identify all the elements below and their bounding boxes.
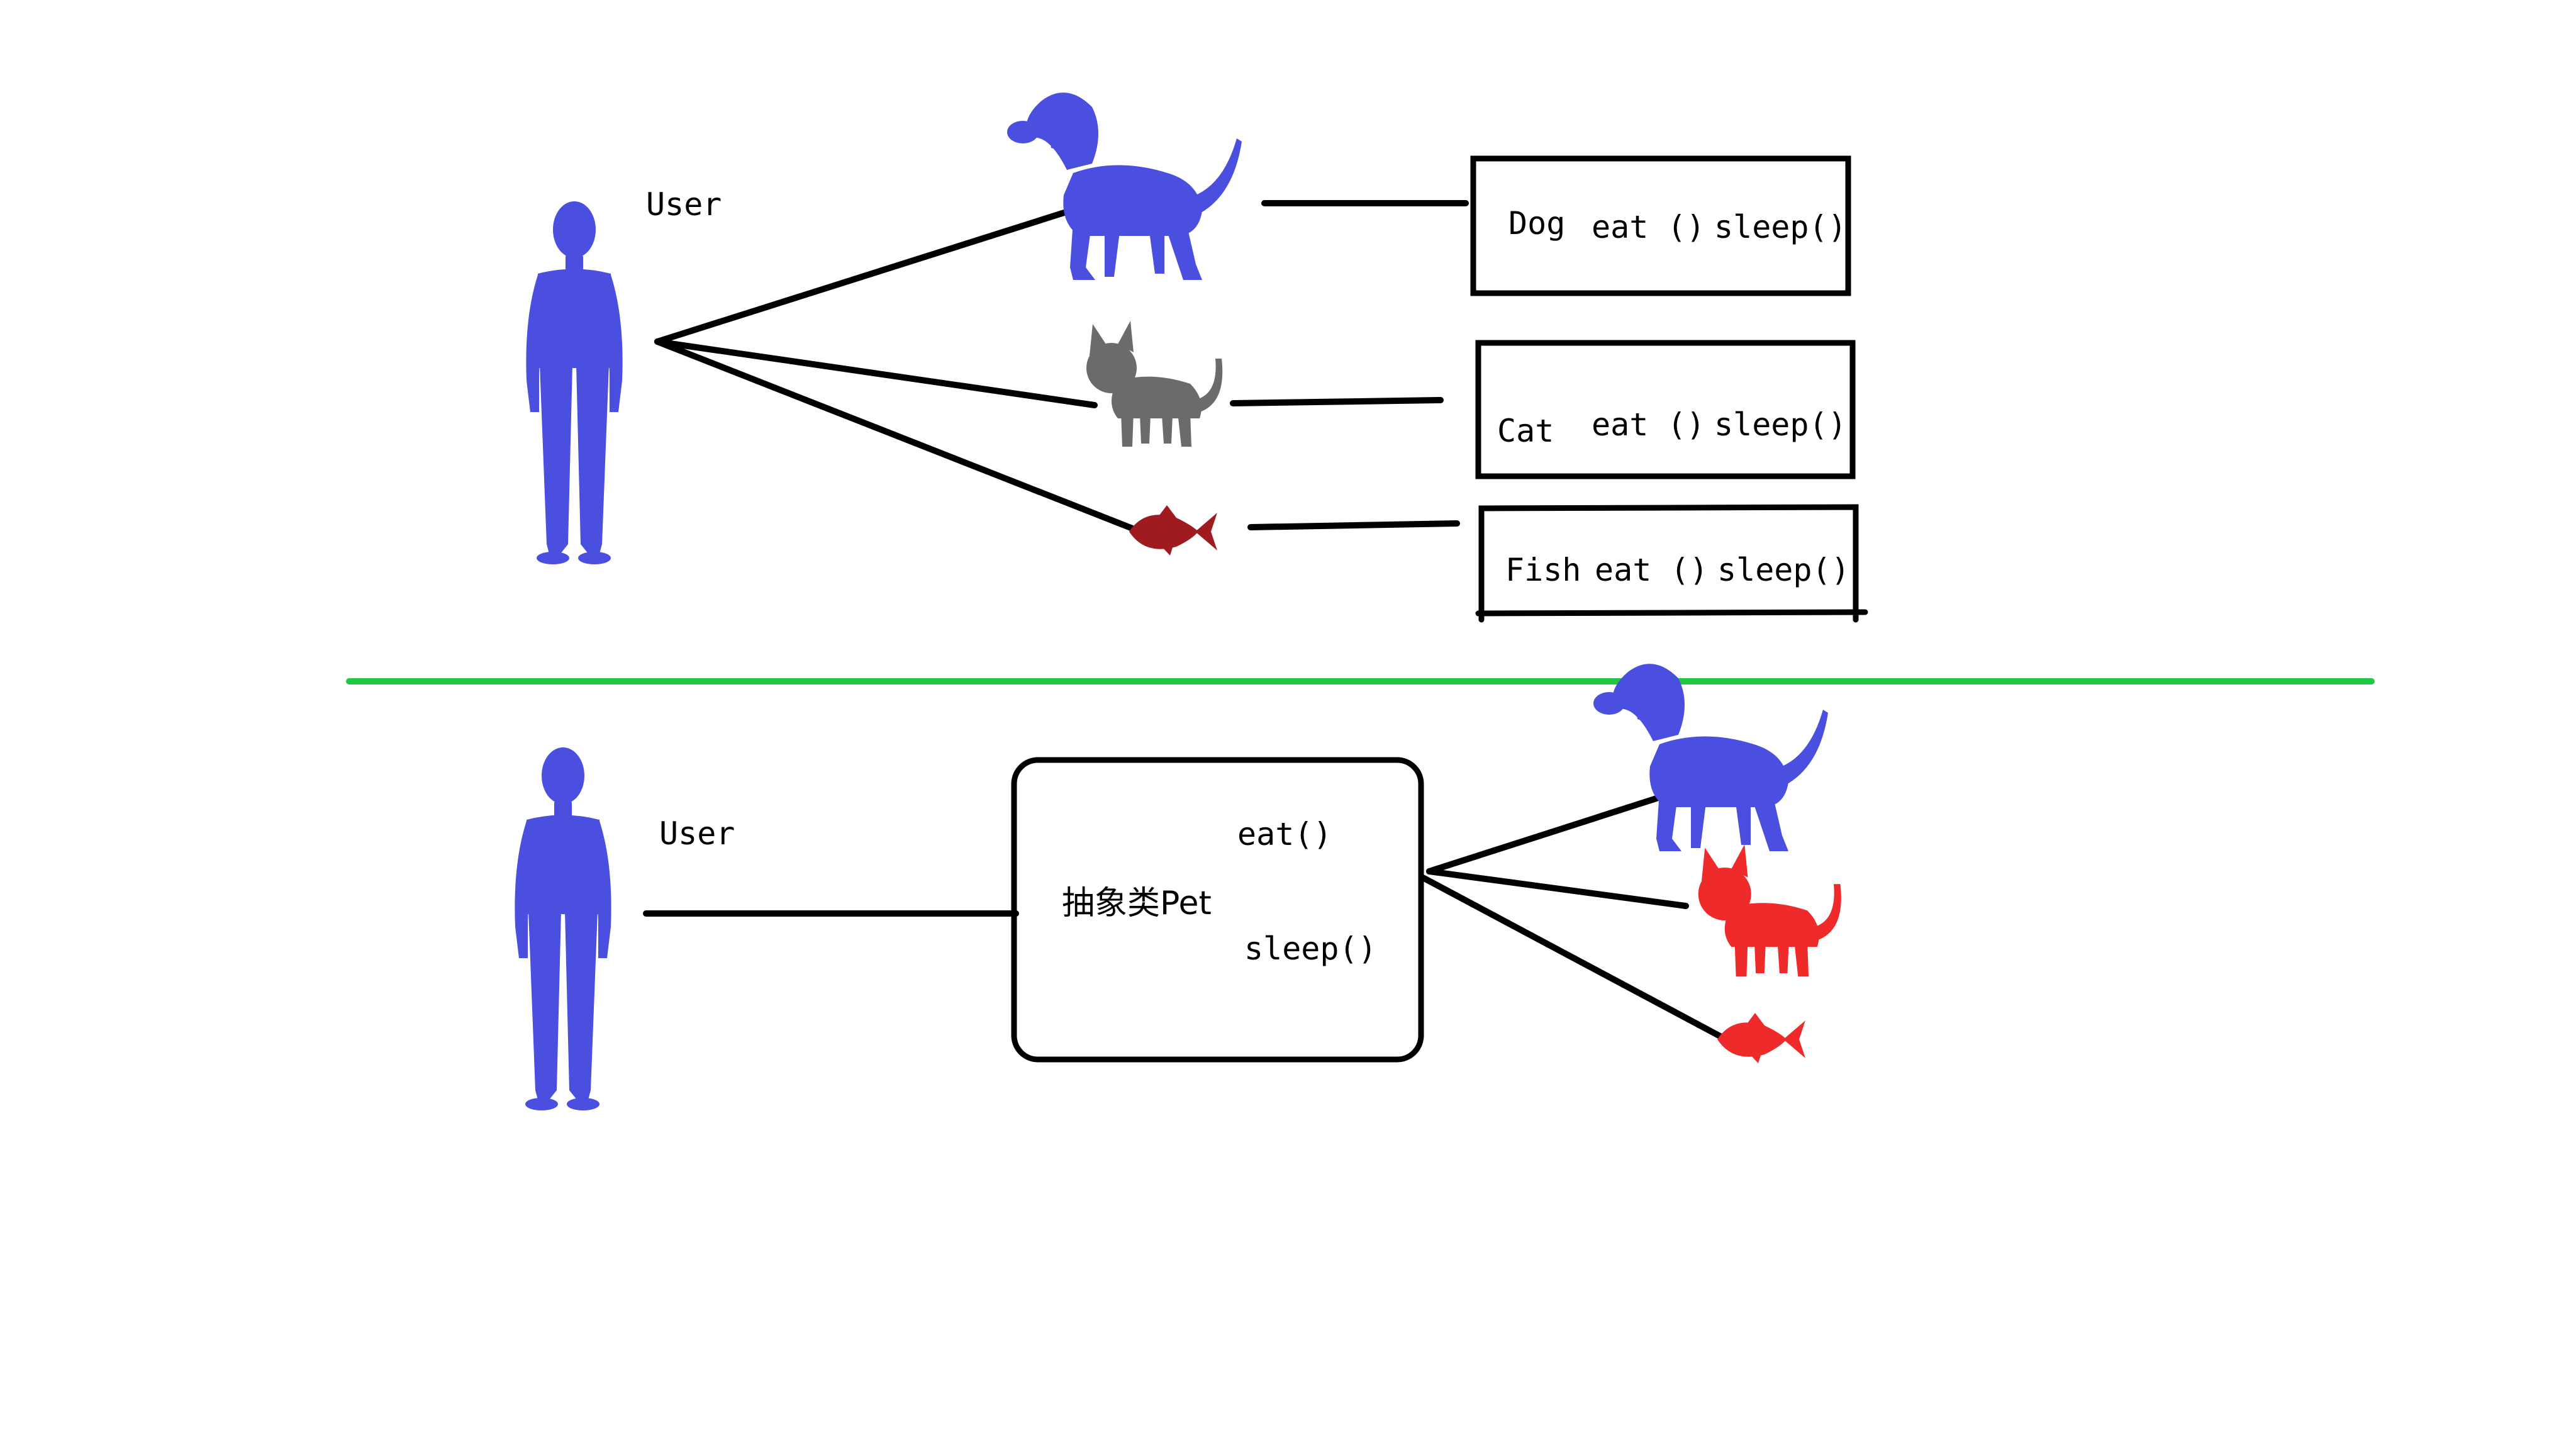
abstract-method-eat: eat() [1237,816,1332,852]
class-name-cat: Cat [1497,413,1554,449]
abstract-class-name: 抽象类Pet [1062,885,1212,922]
connector-pet-cat [1426,868,1689,909]
dog-icon [1007,92,1242,280]
class-box-fish: Fish eat () sleep() [1475,504,1868,623]
class-box-dog-frame [1470,155,1851,296]
class-method-eat-cat: eat () [1592,406,1705,443]
bottom-section: User 抽象类Pet eat() sleep() [515,664,1841,1110]
connector-pet-fish [1420,874,1727,1041]
class-method-eat-dog: eat () [1592,209,1705,245]
class-box-cat: Cat eat () sleep() [1475,340,1856,479]
connector-fish-class [1247,520,1460,530]
class-method-eat-fish: eat () [1595,552,1709,588]
cat-icon [1698,844,1841,977]
class-box-dog: Dog eat () sleep() [1470,155,1851,296]
class-method-sleep-fish: sleep() [1717,552,1850,588]
fish-icon [1717,1013,1805,1063]
class-method-sleep-cat: sleep() [1714,406,1847,443]
class-name-fish: Fish [1505,552,1581,588]
person-icon [526,201,623,564]
person-icon [515,747,611,1110]
bottom-user-label: User [659,815,735,852]
abstract-class-frame [1011,757,1424,1063]
connector-pet-dog [1426,791,1673,874]
dog-icon [1593,664,1828,851]
abstract-method-sleep: sleep() [1244,930,1377,967]
connector-user-cat [654,338,1098,408]
cat-icon [1086,321,1223,447]
top-section: User Dog eat () sleep() Cat ea [526,92,1868,623]
fish-icon [1129,505,1217,556]
abstract-class-box: 抽象类Pet eat() sleep() [1011,757,1424,1063]
class-name-dog: Dog [1508,205,1565,242]
class-box-cat-frame [1475,340,1856,479]
connector-user-dog [654,204,1083,345]
connector-user-fish [654,338,1144,535]
class-box-fish-frame [1475,504,1868,623]
top-user-label: User [646,186,722,223]
connector-cat-class [1230,397,1444,406]
class-method-sleep-dog: sleep() [1714,209,1847,245]
